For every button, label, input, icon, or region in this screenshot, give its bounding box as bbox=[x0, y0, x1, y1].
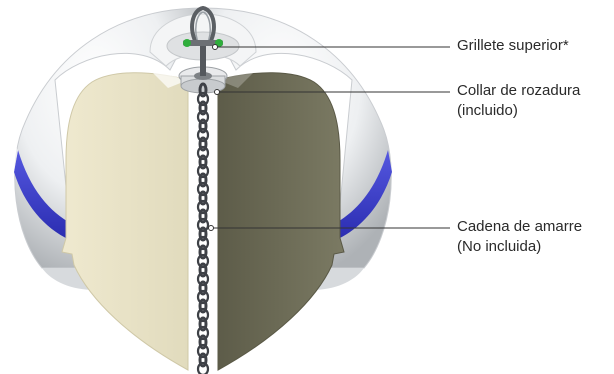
label-mooring-chain-line-2: (No incluida) bbox=[457, 237, 582, 257]
label-mooring-chain-line-1: Cadena de amarre bbox=[457, 217, 582, 237]
label-top-shackle: Grillete superior* bbox=[457, 36, 569, 56]
label-mooring-chain: Cadena de amarre (No incluida) bbox=[457, 217, 582, 257]
label-chafe-collar-line-1: Collar de rozadura bbox=[457, 81, 580, 101]
label-chafe-collar: Collar de rozadura (incluido) bbox=[457, 81, 580, 121]
label-top-shackle-line-1: Grillete superior* bbox=[457, 36, 569, 56]
mooring-chain bbox=[198, 84, 208, 374]
label-chafe-collar-line-2: (incluido) bbox=[457, 101, 580, 121]
